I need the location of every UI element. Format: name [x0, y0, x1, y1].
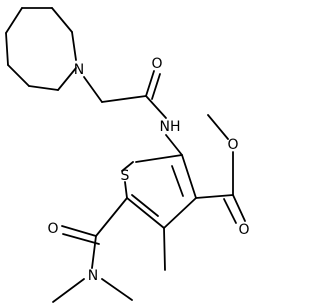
bond	[83, 76, 103, 103]
thiophene-ring	[121, 154, 197, 229]
bond	[5, 7, 23, 34]
bond	[126, 197, 165, 229]
bond	[71, 31, 77, 61]
ester-carbonyl-o-label: O	[238, 222, 249, 238]
methyl-bond	[163, 227, 166, 271]
methyl-ester	[195, 114, 246, 224]
bond	[57, 67, 77, 91]
bond	[135, 154, 183, 163]
bond	[195, 194, 234, 199]
azepane-n-label: N	[74, 62, 84, 78]
bond	[223, 198, 237, 224]
bond	[151, 73, 161, 100]
bond	[7, 64, 30, 87]
bond	[61, 225, 97, 237]
bond	[28, 85, 59, 91]
bond	[62, 233, 100, 245]
bond	[171, 165, 184, 197]
bond	[165, 134, 183, 156]
amide-nh-label: NH	[160, 119, 181, 135]
bond	[207, 114, 229, 140]
amide-o-label: O	[151, 56, 162, 72]
bond	[95, 197, 128, 237]
chemical-structure-diagram: N O NH S O O O N	[5, 7, 250, 303]
dimethylamide-n-label: N	[88, 268, 98, 284]
bond	[101, 278, 133, 301]
bond	[131, 194, 159, 217]
bond	[101, 95, 147, 103]
acetamide-linker	[83, 70, 183, 156]
bond	[145, 95, 167, 119]
thiophene-s-label: S	[121, 168, 130, 184]
bond	[181, 154, 197, 199]
bond	[232, 194, 246, 222]
azepane-ring	[5, 7, 77, 91]
bond	[145, 70, 155, 97]
bond	[5, 32, 9, 66]
bond	[124, 181, 128, 199]
bond	[91, 235, 97, 269]
bond	[163, 197, 197, 229]
carboxamide-o-label: O	[47, 221, 58, 237]
dimethylcarboxamide	[52, 197, 133, 303]
bond	[51, 7, 73, 33]
bond	[121, 161, 134, 172]
bond	[52, 278, 85, 303]
ester-ether-o-label: O	[227, 137, 238, 153]
